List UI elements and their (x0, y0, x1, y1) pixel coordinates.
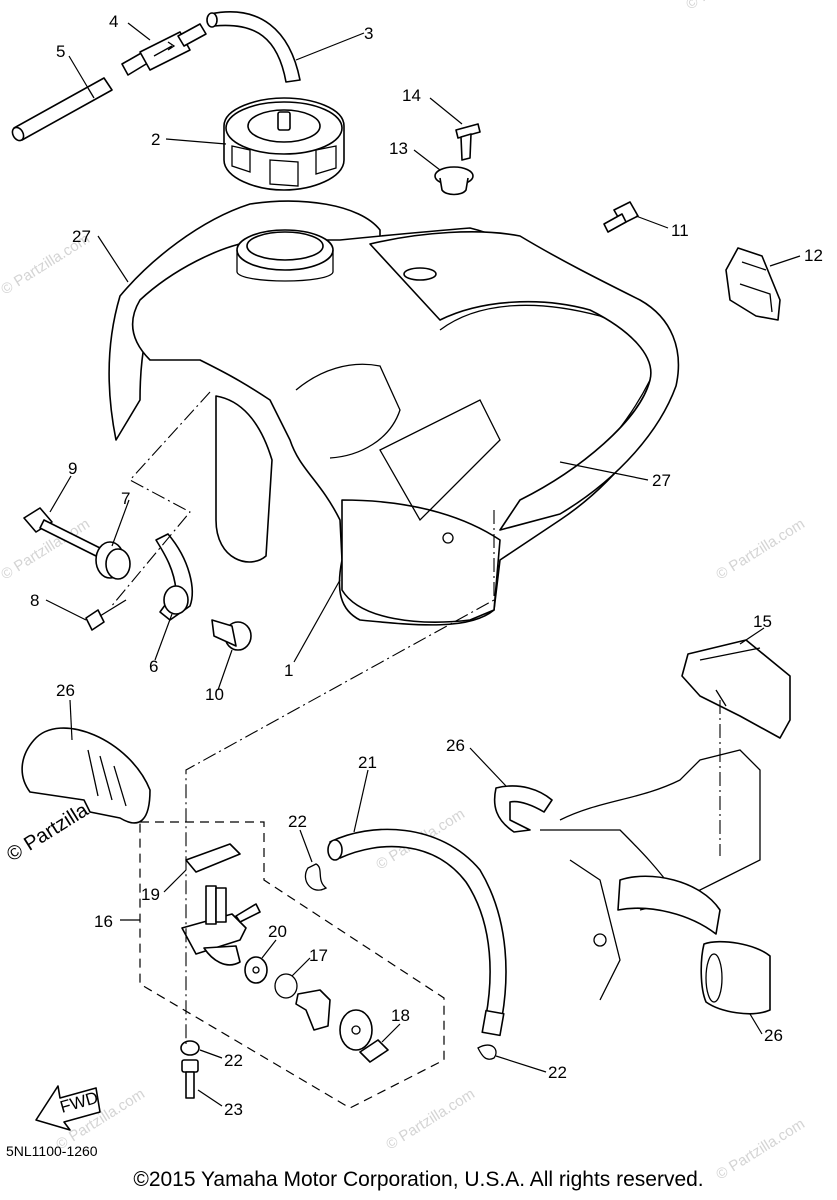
part-16-fuel-cock (181, 885, 261, 966)
callout-20: 20 (268, 922, 287, 941)
diagram-code: 5NL1100-1260 (6, 1143, 98, 1159)
part-19-gasket (185, 843, 241, 873)
part-25-guard (21, 727, 151, 824)
leader-lines (45, 22, 801, 1107)
callout-23: 22 (224, 1051, 243, 1070)
part-20-seal (244, 956, 268, 984)
copyright-notice: ©2015 Yamaha Motor Corporation, U.S.A. A… (133, 1168, 704, 1191)
part-5-breather-pipe (11, 77, 113, 142)
part-23-washer (180, 1040, 200, 1056)
watermark: © Partzilla.com (383, 1085, 478, 1153)
part-26-guard-lower (700, 940, 771, 1015)
part-22-clip-upper (304, 863, 328, 891)
part-11-bolt (603, 201, 639, 233)
callout-19: 19 (141, 885, 160, 904)
part-3-hose (206, 11, 301, 83)
part-1-fuel-tank (131, 227, 678, 626)
fuel-cock-group-outline (139, 821, 445, 1109)
part-15-guard (681, 639, 791, 739)
part-14-screw (455, 123, 481, 161)
callout-27: 27 (652, 471, 671, 490)
callout-7: 7 (121, 489, 130, 508)
callout-16: 16 (94, 912, 113, 931)
callout-26: 26 (446, 736, 465, 755)
part-16-lever (295, 989, 331, 1031)
callout-1: 1 (284, 661, 293, 680)
callout-18: 18 (391, 1006, 410, 1025)
part-16-plate (339, 1009, 373, 1051)
callout-9: 9 (68, 459, 77, 478)
part-10-collar (211, 619, 252, 651)
part-22-clip-lower (477, 1044, 497, 1060)
callout-13: 13 (389, 139, 408, 158)
watermark: © Partzilla.com (683, 0, 778, 13)
callout-22: 22 (288, 812, 307, 831)
reference-lines (109, 391, 721, 1044)
callout-15: 15 (753, 612, 772, 631)
callout-22: 22 (548, 1063, 567, 1082)
part-12-clip (725, 247, 781, 321)
callout-8: 8 (30, 591, 39, 610)
tank-filler-neck (236, 229, 334, 282)
part-4-check-valve (121, 23, 207, 76)
callout-6: 6 (149, 657, 158, 676)
part-8-bolt (85, 599, 127, 631)
callout-4: 4 (109, 12, 118, 31)
part-18-screw (359, 1039, 389, 1063)
callout-11: 11 (671, 221, 689, 240)
part-26-guard-upper (493, 785, 553, 833)
part-17-o-ring (274, 973, 298, 999)
callout-3: 3 (364, 24, 373, 43)
part-27-right-shroud (369, 231, 680, 531)
callout-14: 14 (402, 86, 421, 105)
part-24-bolt (181, 1059, 199, 1099)
callout-17: 17 (309, 946, 328, 965)
part-2-fuel-cap (223, 97, 345, 191)
part-6-bracket (155, 533, 193, 621)
fwd-arrow-icon: FWD (35, 1085, 101, 1131)
callout-24: 23 (224, 1100, 243, 1119)
watermark: © Partzilla.com (713, 515, 808, 583)
callout-2: 2 (151, 130, 160, 149)
callout-10: 10 (205, 685, 224, 704)
callout-5: 5 (56, 42, 65, 61)
part-13-grommet (434, 166, 474, 196)
part-21-fuel-hose (327, 828, 507, 1037)
callout-25: 26 (56, 681, 75, 700)
callout-26: 26 (764, 1026, 783, 1045)
frame-section (540, 749, 761, 1001)
callout-12: 12 (804, 246, 823, 265)
callouts: 3 4 5 2 14 13 11 12 27 27 9 7 8 6 10 1 1… (30, 12, 823, 1119)
callout-27: 27 (72, 227, 91, 246)
callout-21: 21 (358, 753, 377, 772)
part-7-damper (95, 541, 131, 580)
